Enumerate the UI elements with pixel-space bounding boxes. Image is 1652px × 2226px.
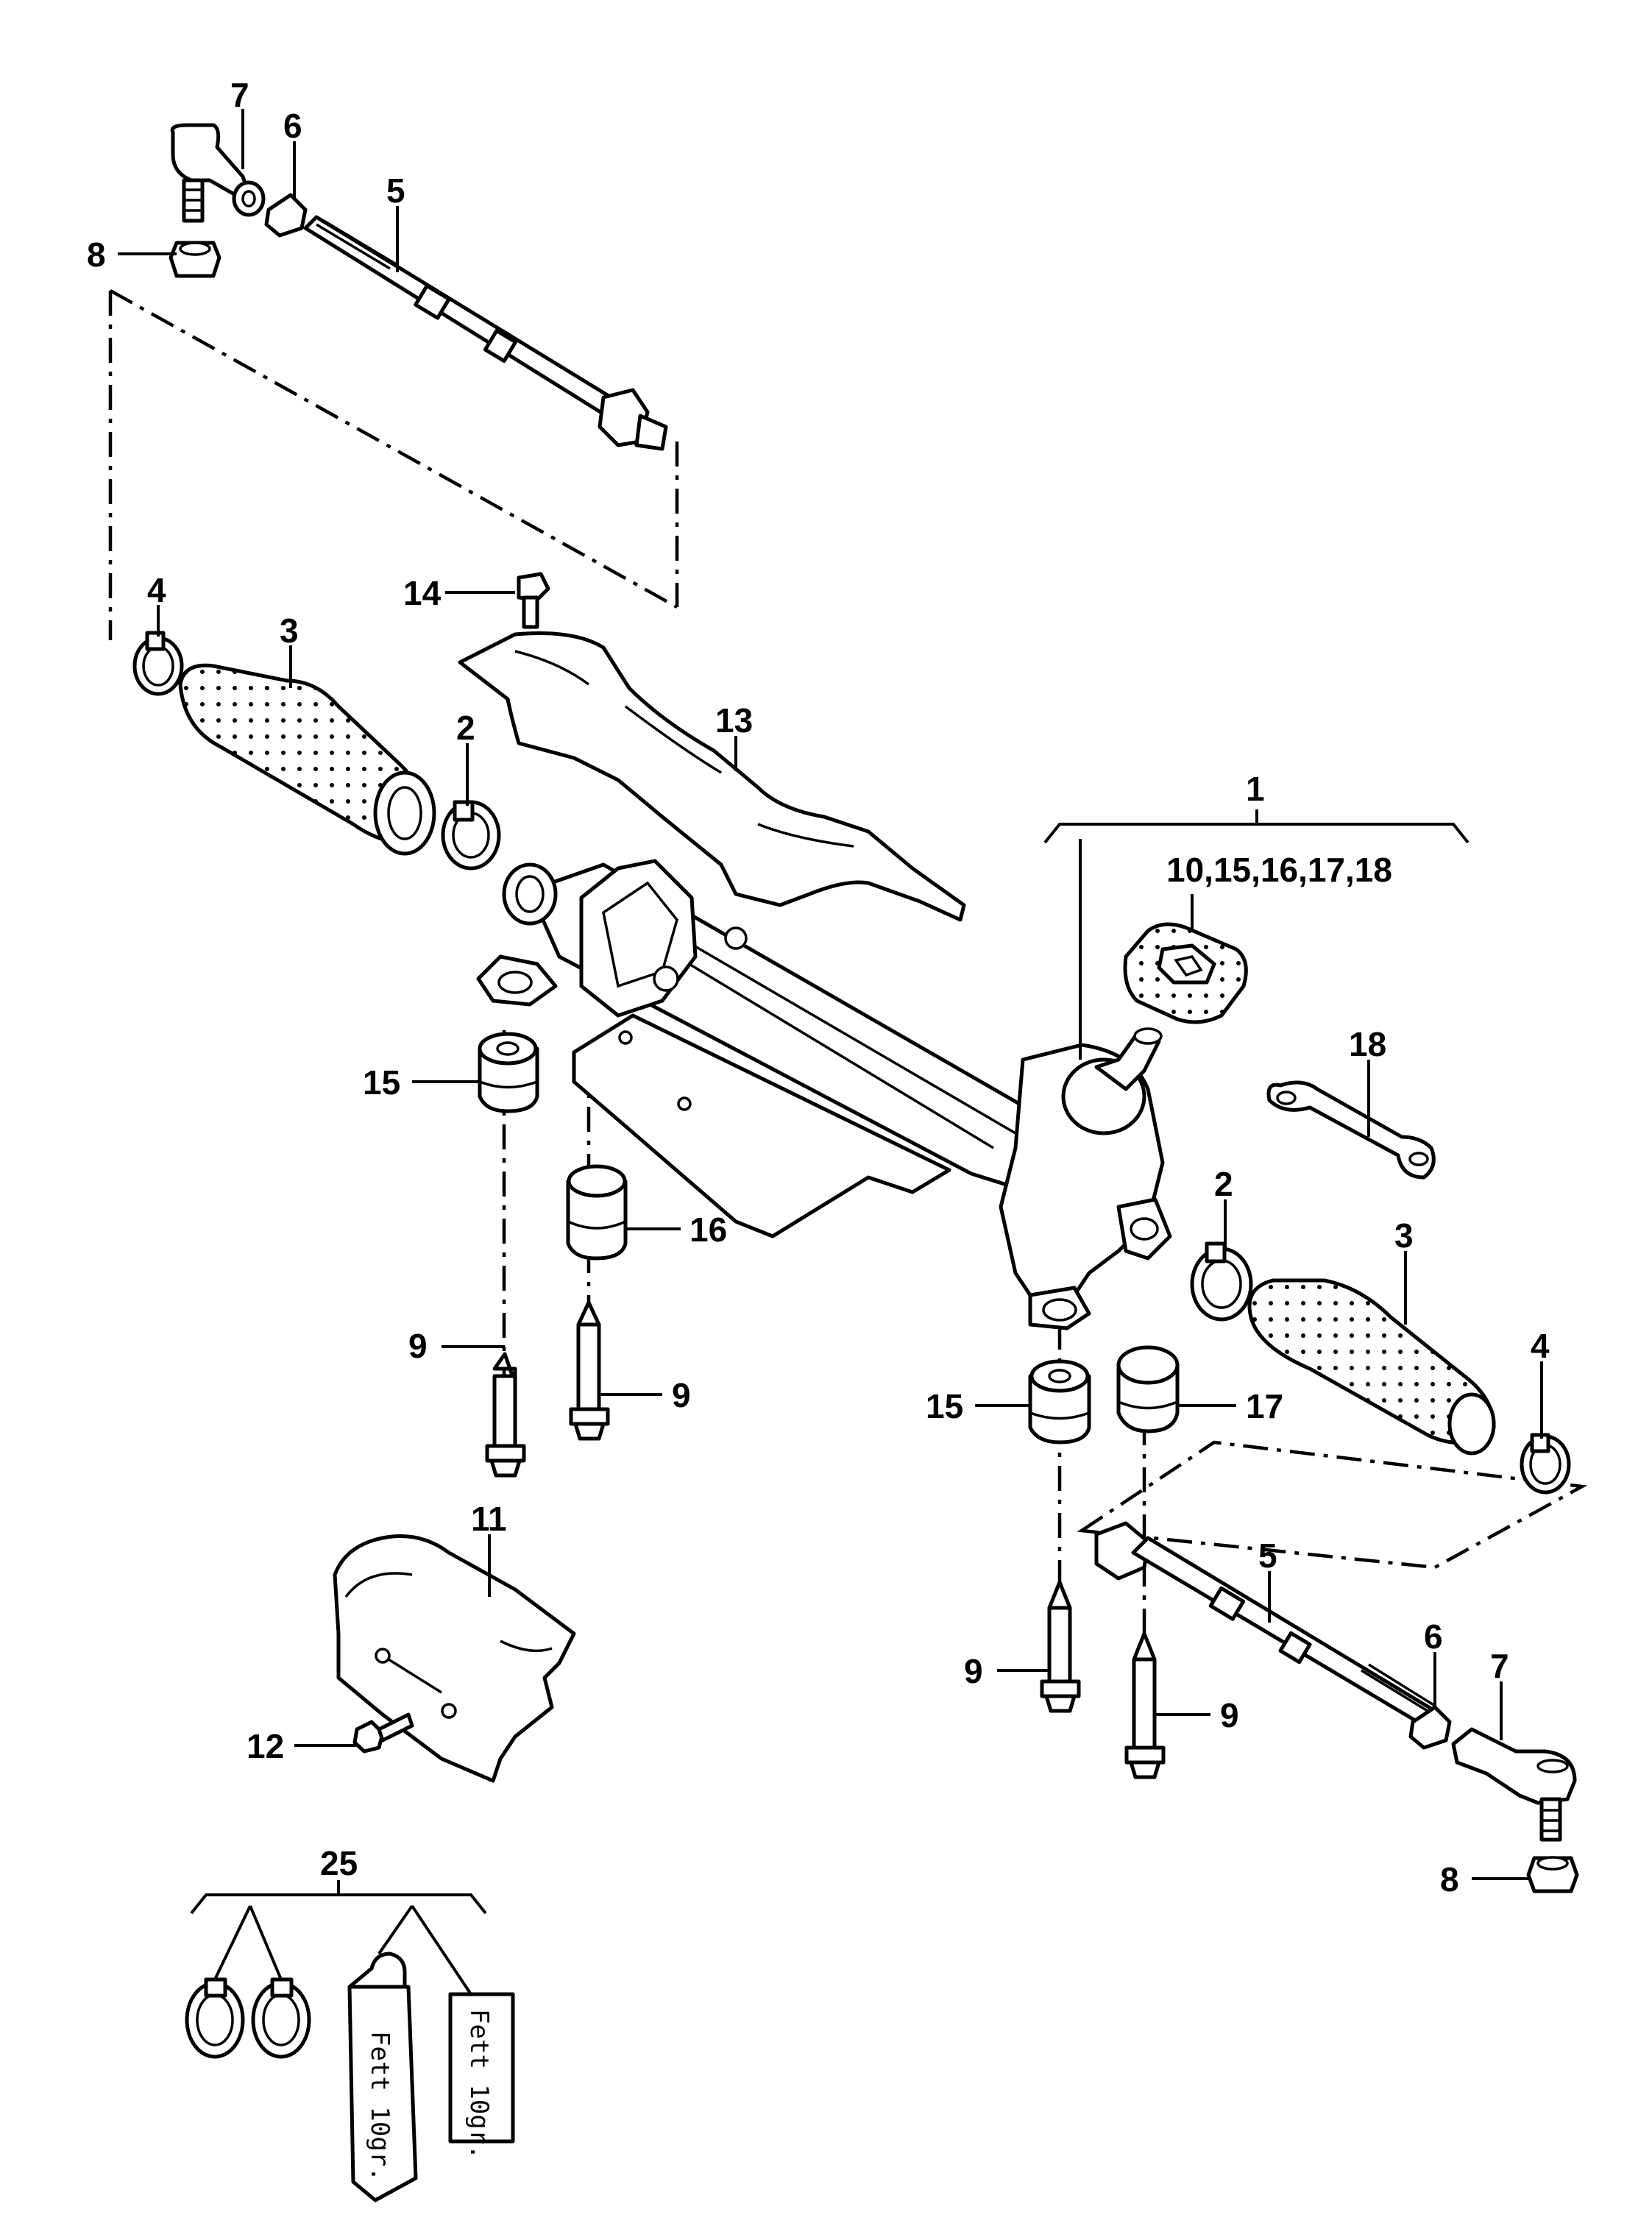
bolt-12 — [352, 1712, 414, 1754]
callout-9-a: 9 — [408, 1327, 428, 1365]
bracket-25 — [190, 1880, 487, 1996]
clamp-4-left — [132, 631, 184, 696]
callout-16: 16 — [689, 1211, 727, 1249]
callout-7-upper: 7 — [230, 76, 249, 114]
callout-3-right: 3 — [1394, 1216, 1414, 1255]
callout-5-lower: 5 — [1258, 1536, 1277, 1575]
callout-6-upper: 6 — [283, 107, 302, 145]
callout-numbers: 7 6 5 8 4 3 14 13 2 1 10,15,16,17,18 18 … — [87, 76, 1550, 1899]
callout-5-upper: 5 — [386, 171, 405, 210]
callout-8-upper: 8 — [87, 235, 106, 274]
bushing-15-left — [478, 1032, 539, 1113]
callout-15-left: 15 — [363, 1063, 400, 1102]
bellows-boot-3-left — [178, 663, 436, 856]
grease-box: Fett 10gr. — [448, 1992, 515, 2160]
bolt-9-d — [1124, 1631, 1166, 1779]
bushing-16 — [566, 1164, 628, 1261]
callout-15-right: 15 — [926, 1387, 963, 1425]
callout-7-lower: 7 — [1490, 1647, 1509, 1685]
callout-14: 14 — [403, 574, 442, 612]
bushing-15-right — [1028, 1359, 1091, 1445]
callout-10-15-16-17-18: 10,15,16,17,18 — [1166, 851, 1392, 889]
bolt-9-a — [485, 1352, 526, 1478]
callout-25: 25 — [320, 1844, 358, 1882]
grease-tube-label: Fett 10gr. — [365, 2031, 394, 2182]
kit-clamp-a — [185, 1977, 245, 2059]
bolt-9-b — [569, 1300, 610, 1441]
callout-11: 11 — [471, 1500, 507, 1538]
callout-2-right: 2 — [1214, 1165, 1233, 1203]
leader-lines — [118, 109, 1543, 1880]
callout-18: 18 — [1349, 1025, 1386, 1063]
callout-3-left: 3 — [280, 612, 299, 650]
callout-12: 12 — [247, 1727, 284, 1765]
tie-rod-5-upper — [303, 215, 668, 451]
washer-7-left — [232, 180, 266, 217]
alignment-lines — [108, 289, 1588, 1648]
kit-clamp-b — [251, 1977, 311, 2059]
bushing-17 — [1116, 1345, 1180, 1433]
callout-17: 17 — [1246, 1387, 1283, 1425]
heat-shield-13 — [458, 631, 966, 922]
grease-tube: Fett 10gr. — [347, 1952, 418, 2202]
grease-box-label: Fett 10gr. — [464, 2009, 494, 2160]
callout-4-right: 4 — [1531, 1327, 1550, 1365]
nut-8-right — [1526, 1856, 1579, 1893]
callout-8-lower: 8 — [1440, 1860, 1459, 1899]
bellows-boot-3-right — [1247, 1278, 1496, 1456]
callout-6-lower: 6 — [1424, 1617, 1443, 1656]
callout-4-left: 4 — [147, 571, 166, 609]
clamp-4-right — [1520, 1433, 1571, 1495]
callout-9-d: 9 — [1220, 1696, 1239, 1734]
tie-rod-end-left — [170, 123, 247, 223]
clamp-2-right — [1190, 1241, 1253, 1322]
tie-rod-5-lower — [1094, 1521, 1437, 1728]
nut-8-left — [169, 241, 221, 278]
steering-rack-housing-1 — [476, 859, 1172, 1330]
bolt-14 — [517, 572, 550, 629]
tie-rod-end-right — [1451, 1727, 1577, 1842]
callout-2-left: 2 — [456, 709, 475, 747]
mount-insert-10 — [1123, 922, 1248, 1024]
callout-1: 1 — [1246, 770, 1265, 808]
callout-13: 13 — [715, 701, 753, 740]
bolt-9-c — [1040, 1580, 1081, 1713]
clamp-2-left — [441, 800, 501, 871]
link-18 — [1266, 1080, 1436, 1180]
callout-9-b: 9 — [672, 1376, 691, 1414]
nut-6-left — [264, 193, 308, 238]
bracket-1 — [1043, 809, 1470, 1060]
callout-9-c: 9 — [964, 1652, 983, 1690]
